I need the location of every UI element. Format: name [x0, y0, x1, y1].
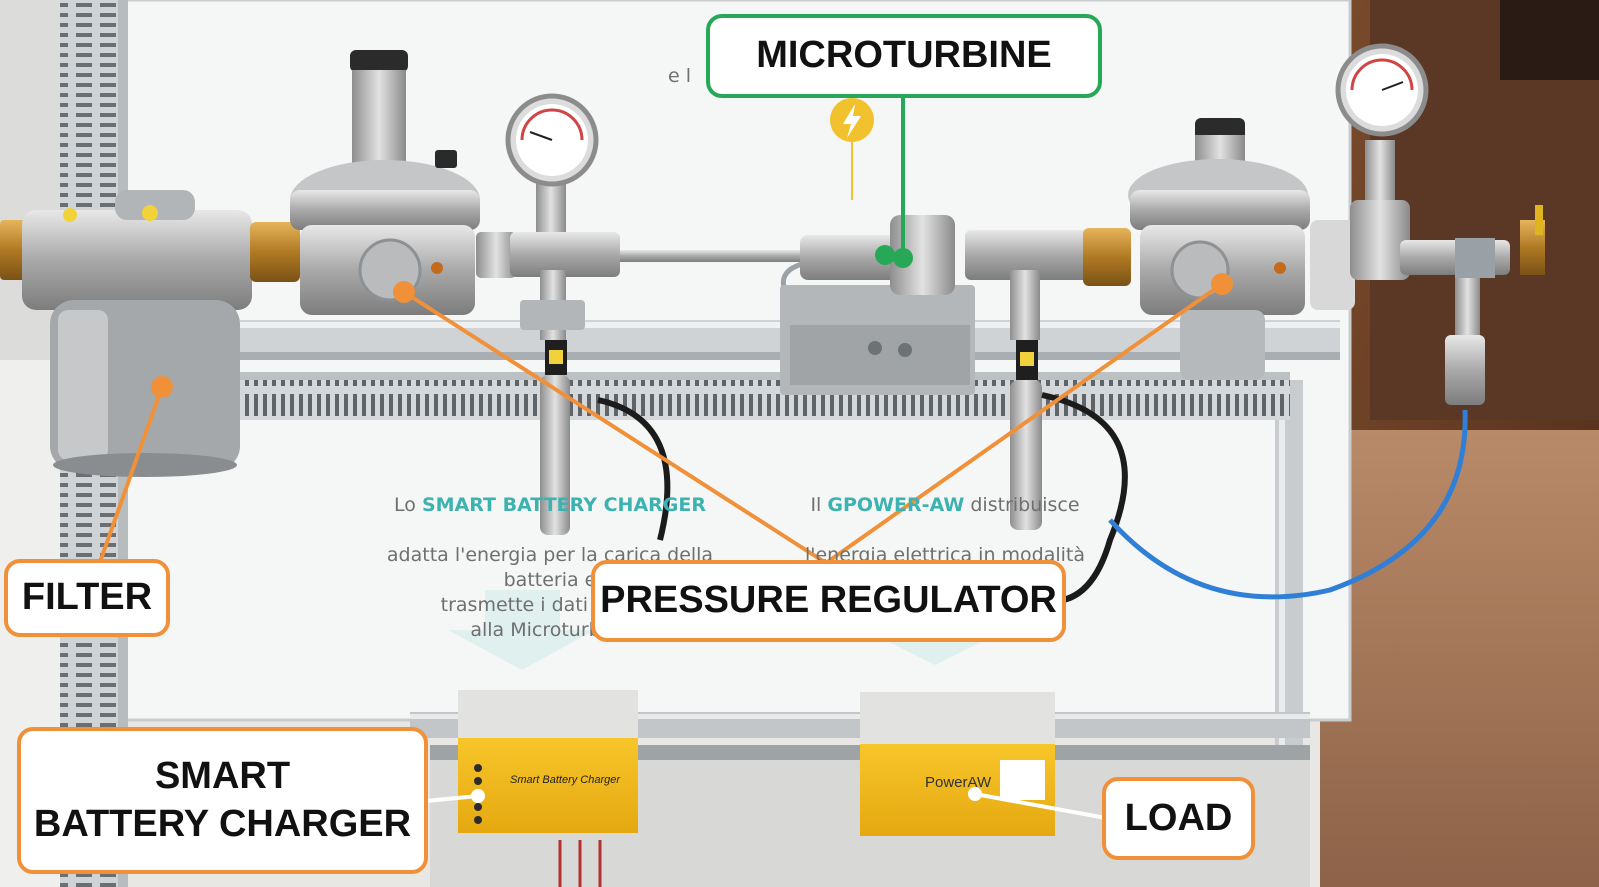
board-text-right-prefix: Il: [810, 494, 828, 516]
left-pressure-regulator: [290, 50, 480, 315]
load-device-label: PowerAW: [925, 774, 992, 791]
filter-device: [0, 190, 252, 477]
lightning-icon: [830, 98, 874, 200]
board-text-right-highlight: GPOWER-AW: [827, 494, 965, 516]
microturbine-device: [780, 215, 975, 395]
board-text-left-highlight: SMART BATTERY CHARGER: [421, 494, 706, 516]
smart-battery-charger-device: [458, 690, 638, 833]
microturbine-callout: MICROTURBINE: [706, 14, 1102, 98]
board-text-left: Lo SMART BATTERY CHARGER adatta l'energi…: [355, 468, 745, 668]
pressure-gauge-icon: [505, 93, 599, 240]
board-text-top-fragment: e l: [668, 65, 692, 87]
load-callout: LOAD: [1102, 777, 1255, 860]
filter-callout: FILTER: [4, 559, 170, 637]
pressure-regulator-callout: PRESSURE REGULATOR: [591, 560, 1066, 642]
board-text-left-prefix: Lo: [394, 494, 422, 516]
callout-lines: [98, 96, 1233, 820]
smart-battery-charger-callout: SMART BATTERY CHARGER: [17, 727, 428, 874]
board-text-right-suffix: distribuisce: [964, 494, 1080, 516]
charger-device-label: Smart Battery Charger: [510, 774, 621, 786]
load-device: [860, 692, 1055, 836]
